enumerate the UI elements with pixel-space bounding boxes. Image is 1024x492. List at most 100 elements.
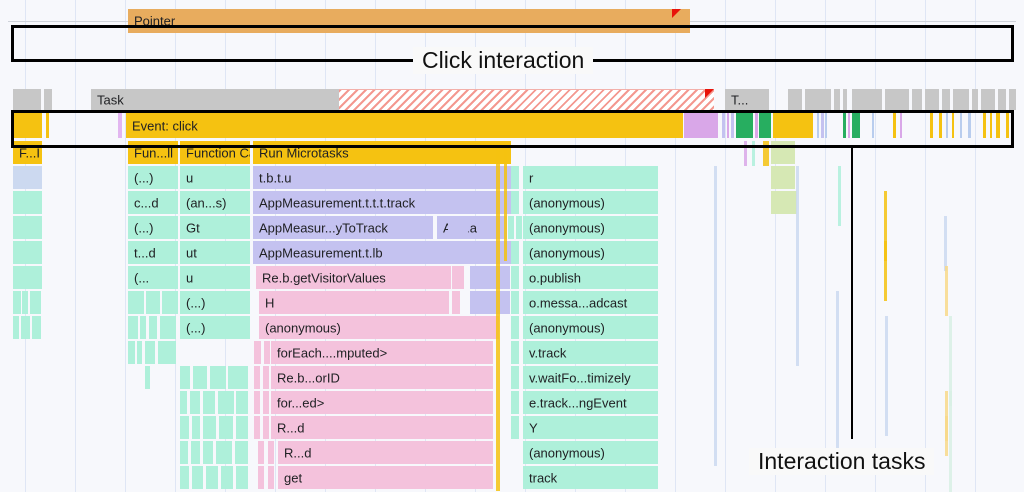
flame-cell-fragment[interactable]: [236, 416, 248, 439]
flame-cell-fragment[interactable]: [203, 441, 213, 464]
flame-cell-fragment[interactable]: [180, 441, 188, 464]
flame-cell-fragment[interactable]: [254, 366, 260, 389]
event-row-left-chunk[interactable]: [13, 113, 42, 138]
flame-cell-fragment[interactable]: [511, 241, 519, 264]
flame-cell[interactable]: (anonymous): [523, 241, 658, 264]
event-click-bar[interactable]: Event: click: [126, 113, 683, 138]
flame-cell-fragment[interactable]: [13, 316, 19, 339]
flame-cell-fragment[interactable]: [236, 466, 248, 489]
event-row-segment[interactable]: [983, 113, 986, 138]
flame-cell-fragment[interactable]: [149, 316, 157, 339]
event-row-segment[interactable]: [727, 113, 729, 138]
flame-cell-fragment[interactable]: [511, 191, 519, 214]
flame-cell-fragment[interactable]: [470, 291, 510, 314]
task-block-a[interactable]: [13, 89, 41, 110]
flame-cell-fragment[interactable]: [457, 241, 465, 264]
flame-cell[interactable]: Re.b...orID: [271, 366, 493, 389]
flame-cell-fragment[interactable]: [452, 291, 460, 314]
event-row-segment[interactable]: [930, 113, 933, 138]
flame-cell-fragment[interactable]: [128, 291, 144, 314]
flame-cell[interactable]: track: [523, 466, 658, 489]
event-row-segment[interactable]: [731, 113, 734, 138]
event-row-segment[interactable]: [825, 113, 827, 138]
flame-cell-fragment[interactable]: [511, 166, 519, 189]
flame-cell[interactable]: (...): [180, 291, 250, 314]
flame-cell-fragment[interactable]: [128, 316, 138, 339]
event-row-segment[interactable]: [893, 113, 896, 138]
event-row-segment[interactable]: [773, 113, 813, 138]
task-block[interactable]: [852, 89, 882, 110]
flame-cell[interactable]: t.b.t.u: [253, 166, 511, 189]
flame-cell[interactable]: (anonymous): [523, 441, 658, 464]
task-block-b[interactable]: [44, 89, 52, 110]
flame-cell-fragment[interactable]: [254, 341, 261, 364]
task-block[interactable]: [843, 89, 847, 110]
flame-cell[interactable]: (...): [180, 316, 250, 339]
flame-cell-fragment[interactable]: [203, 391, 215, 414]
flame-cell[interactable]: r: [523, 166, 658, 189]
flame-cell-fragment[interactable]: [13, 241, 42, 264]
flame-cell[interactable]: AppMeasur...yToTrack: [253, 216, 433, 239]
event-row-segment[interactable]: [736, 113, 753, 138]
task-block[interactable]: [953, 89, 969, 110]
flame-cell[interactable]: forEach....mputed>: [271, 341, 493, 364]
flame-cell-fragment[interactable]: [180, 466, 189, 489]
flame-cell[interactable]: (...: [128, 266, 178, 289]
event-row-segment[interactable]: [821, 113, 824, 138]
flame-cell-fragment[interactable]: [145, 366, 150, 389]
flame-cell-fragment[interactable]: [180, 391, 187, 414]
flame-cell[interactable]: e.track...ngEvent: [523, 391, 658, 414]
flame-cell[interactable]: u: [180, 266, 250, 289]
flame-cell-fragment[interactable]: [128, 341, 135, 364]
flame-cell-fragment[interactable]: [13, 216, 42, 239]
flame-cell[interactable]: Y: [523, 416, 658, 439]
task-block-main[interactable]: Task: [91, 89, 339, 110]
flame-cell[interactable]: Run Microtasks: [253, 141, 511, 164]
flame-cell-fragment[interactable]: [137, 341, 142, 364]
flame-cell-fragment[interactable]: [13, 291, 21, 314]
flame-cell-fragment[interactable]: [13, 166, 42, 189]
event-row-segment[interactable]: [1006, 113, 1009, 138]
flame-cell[interactable]: Function Call: [180, 141, 250, 164]
flame-cell-fragment[interactable]: [258, 441, 264, 464]
flame-cell-fragment[interactable]: [145, 341, 155, 364]
flame-cell-fragment[interactable]: [771, 191, 797, 214]
flame-cell-fragment[interactable]: [511, 266, 519, 289]
event-row-segment[interactable]: [968, 113, 971, 138]
flame-cell[interactable]: (...): [128, 166, 178, 189]
flame-cell-fragment[interactable]: [32, 316, 41, 339]
flame-cell[interactable]: o.messa...adcast: [523, 291, 658, 314]
event-row-segment[interactable]: [900, 113, 902, 138]
flame-cell-fragment[interactable]: [180, 416, 189, 439]
flame-cell-fragment[interactable]: [258, 466, 264, 489]
flame-cell-fragment[interactable]: [203, 416, 216, 439]
flame-cell-fragment[interactable]: [448, 241, 454, 264]
flame-cell-fragment[interactable]: [218, 391, 234, 414]
flame-cell-fragment[interactable]: [192, 466, 203, 489]
flame-cell-fragment[interactable]: [470, 266, 510, 289]
event-row-segment[interactable]: [817, 113, 819, 138]
task-block[interactable]: [834, 89, 840, 110]
flame-cell-fragment[interactable]: [21, 316, 30, 339]
event-row-gpu-block[interactable]: [684, 113, 718, 138]
flame-cell-fragment[interactable]: [192, 416, 200, 439]
flame-cell[interactable]: t...d: [128, 241, 178, 264]
event-row-segment[interactable]: [996, 113, 1000, 138]
flame-cell[interactable]: v.track: [523, 341, 658, 364]
flame-cell-fragment[interactable]: [206, 466, 218, 489]
flame-cell[interactable]: H: [259, 291, 449, 314]
flame-cell-fragment[interactable]: [448, 216, 468, 239]
task-block-t[interactable]: T...: [725, 89, 769, 110]
event-row-segment[interactable]: [872, 113, 874, 138]
flame-cell[interactable]: Gt: [180, 216, 250, 239]
flame-cell-fragment[interactable]: [13, 266, 42, 289]
flame-cell-fragment[interactable]: [511, 291, 519, 314]
flame-cell-fragment[interactable]: [511, 366, 519, 389]
flame-cell-fragment[interactable]: [22, 291, 28, 314]
flame-cell-fragment[interactable]: [221, 466, 233, 489]
flame-cell-fragment[interactable]: [263, 391, 269, 414]
flame-cell[interactable]: u: [180, 166, 250, 189]
flame-cell-fragment[interactable]: [452, 266, 464, 289]
task-block[interactable]: [788, 89, 802, 110]
task-block[interactable]: [998, 89, 1006, 110]
